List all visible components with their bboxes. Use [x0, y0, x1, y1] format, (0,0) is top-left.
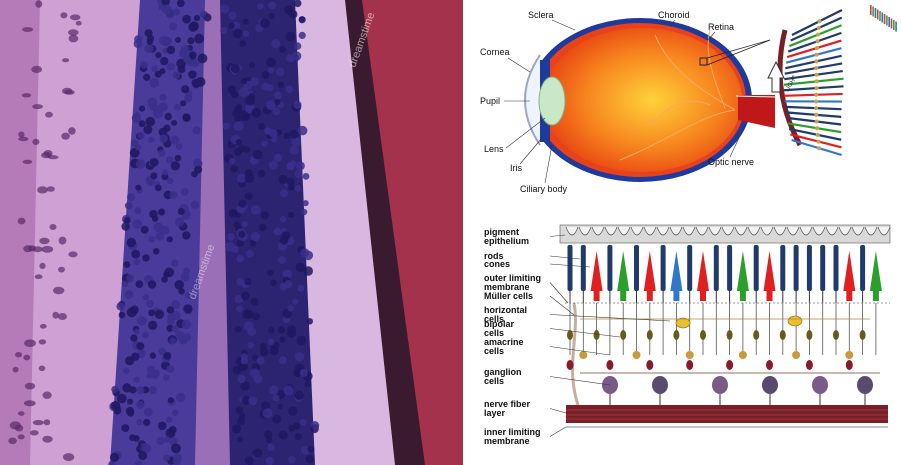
label-lens: Lens	[484, 144, 504, 154]
nerve-fiber-layer-band	[566, 405, 888, 423]
leader-ciliary-body	[545, 145, 552, 183]
label-optic-nerve: Optic nerve	[708, 157, 754, 167]
label-pupil: Pupil	[480, 96, 500, 106]
retina-fan-inset	[780, 5, 897, 155]
leader-cornea	[508, 58, 530, 72]
label-muller-cells: Müller cells	[484, 291, 533, 301]
eye-cross-section: LIGHT Sclera Choroid Retina Cornea Pupil…	[470, 0, 901, 205]
label-cones: cones	[484, 259, 510, 269]
label-retina: Retina	[708, 22, 734, 32]
label-ciliary-body: Ciliary body	[520, 184, 568, 194]
label-choroid: Choroid	[658, 10, 690, 20]
label-iris: Iris	[510, 163, 522, 173]
label-cornea: Cornea	[480, 47, 510, 57]
label-sclera: Sclera	[528, 10, 554, 20]
lens-shape	[539, 77, 565, 125]
leader-sclera	[552, 20, 575, 30]
retina-micrograph: dreamstime dreamstime	[0, 0, 463, 465]
leader-iris	[520, 138, 542, 164]
